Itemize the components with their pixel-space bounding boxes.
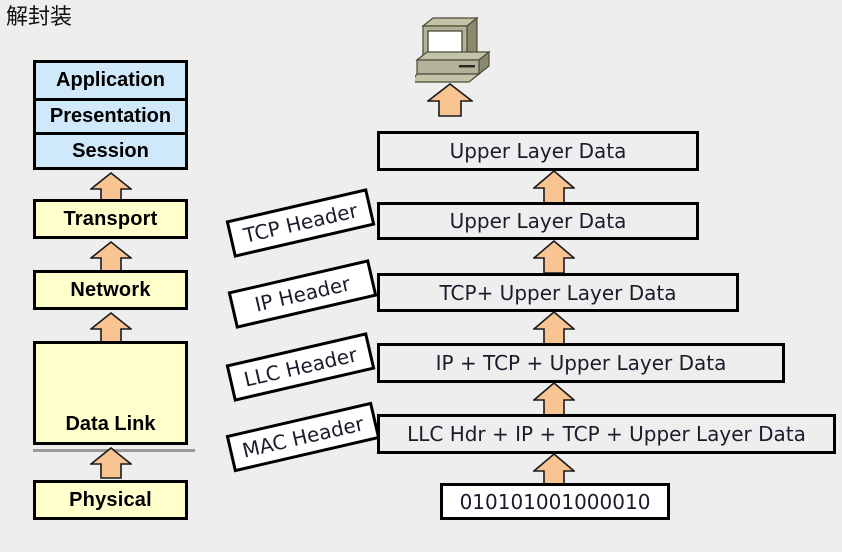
osi-layer-presentation[interactable]: Presentation bbox=[36, 97, 185, 133]
data-unit-upper-layer-data-2[interactable]: Upper Layer Data bbox=[377, 202, 699, 240]
data-unit-llc-ip-tcp-upper-layer-data[interactable]: LLC Hdr + IP + TCP + Upper Layer Data bbox=[377, 414, 836, 454]
header-tag-llc[interactable]: LLC Header bbox=[225, 332, 376, 402]
desktop-computer-icon bbox=[409, 14, 495, 89]
header-tag-tcp[interactable]: TCP Header bbox=[225, 188, 376, 258]
data-unit-binary-bits[interactable]: 010101001000010 bbox=[440, 483, 670, 520]
osi-layer-data-link[interactable]: Data Link bbox=[33, 341, 188, 445]
data-unit-tcp-upper-layer-data[interactable]: TCP+ Upper Layer Data bbox=[377, 273, 739, 312]
up-arrow-icon bbox=[88, 446, 134, 484]
osi-group-upper-layers: Application Presentation Session bbox=[33, 60, 188, 170]
header-tag-ip[interactable]: IP Header bbox=[227, 259, 378, 329]
data-unit-ip-tcp-upper-layer-data[interactable]: IP + TCP + Upper Layer Data bbox=[377, 343, 785, 383]
osi-layer-session[interactable]: Session bbox=[36, 132, 185, 167]
data-unit-upper-layer-data-1[interactable]: Upper Layer Data bbox=[377, 131, 699, 171]
page-title: 解封装 bbox=[6, 5, 73, 30]
osi-layer-network[interactable]: Network bbox=[33, 270, 188, 310]
header-tag-mac[interactable]: MAC Header bbox=[225, 401, 381, 473]
osi-layer-physical[interactable]: Physical bbox=[33, 480, 188, 520]
osi-layer-transport[interactable]: Transport bbox=[33, 199, 188, 239]
osi-layer-application[interactable]: Application bbox=[56, 68, 165, 91]
up-arrow-icon bbox=[425, 82, 475, 122]
